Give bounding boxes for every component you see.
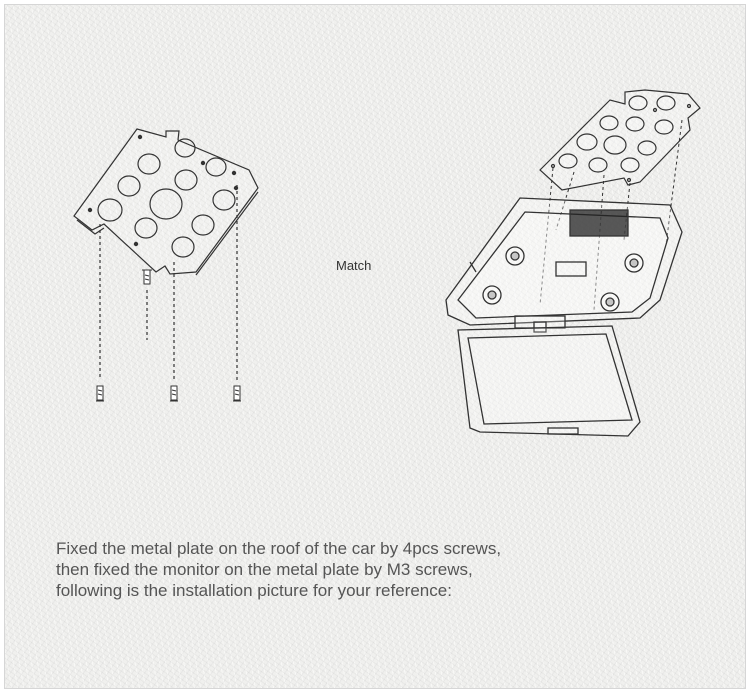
caption-line-3: following is the installation picture fo…: [56, 581, 452, 600]
right-metal-plate: [539, 89, 701, 191]
screw-icon: [142, 269, 152, 285]
left-screw-guides: [99, 185, 238, 380]
screw-icon: [96, 385, 104, 402]
installation-caption: Fixed the metal plate on the roof of the…: [56, 538, 696, 601]
monitor-housing: [445, 197, 683, 333]
left-metal-plate: [73, 128, 259, 276]
right-guides: [539, 119, 683, 311]
caption-line-2: then fixed the monitor on the metal plat…: [56, 560, 473, 579]
screw-icons: [96, 269, 241, 402]
screw-icon: [170, 385, 178, 402]
monitor-screen: [457, 325, 641, 437]
screw-icon: [233, 385, 241, 402]
page-frame: [4, 4, 746, 689]
match-label: Match: [336, 258, 372, 273]
caption-line-1: Fixed the metal plate on the roof of the…: [56, 539, 502, 558]
